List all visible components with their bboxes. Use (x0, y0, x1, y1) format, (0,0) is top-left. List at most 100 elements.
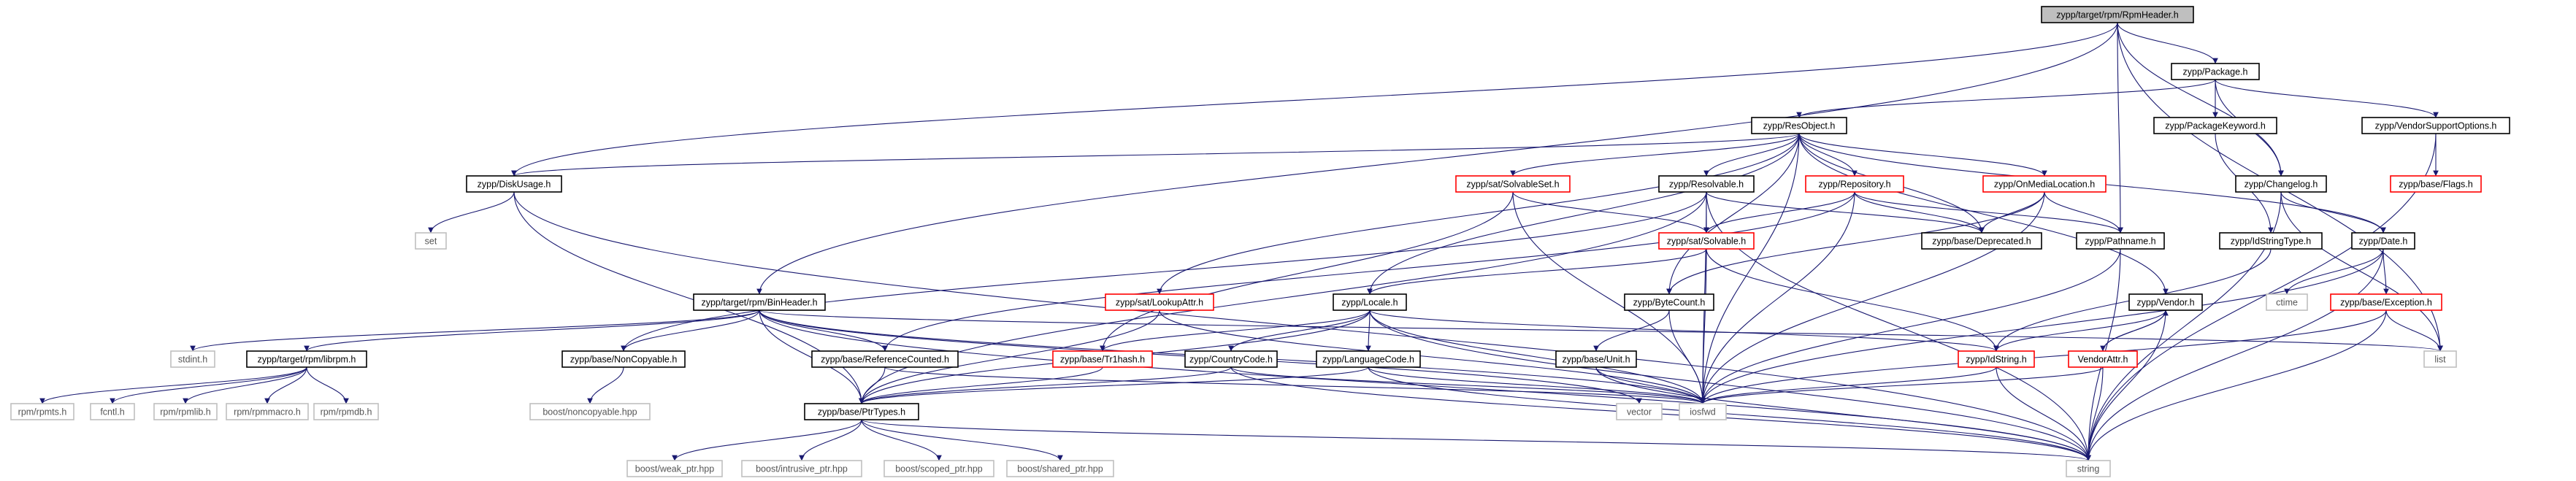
node-box (741, 460, 862, 477)
node-iosfwd: iosfwd (1679, 403, 1727, 420)
edge-resolvable-to-noncopyable (621, 191, 1707, 352)
node-boost-intrusive-ptr-hpp: boost/intrusive_ptr.hpp (741, 460, 862, 477)
node-label: zypp/base/Deprecated.h (1932, 236, 2031, 247)
node-zypp-languagecode-h[interactable]: zypp/LanguageCode.h (1316, 350, 1421, 368)
node-label: zypp/Package.h (2183, 67, 2248, 77)
node-box (226, 403, 309, 420)
node-zypp-package-h[interactable]: zypp/Package.h (2171, 63, 2260, 80)
node-boost-scoped-ptr-hpp: boost/scoped_ptr.hpp (883, 460, 994, 477)
node-zypp-onmedialocation-h[interactable]: zypp/OnMediaLocation.h (1982, 175, 2107, 193)
node-box (153, 403, 218, 420)
node-zypp-idstring-h[interactable]: zypp/IdString.h (1958, 350, 2035, 368)
node-label: VendorAttr.h (2078, 355, 2128, 365)
node-zypp-target-rpm-rpmheader-h[interactable]: zypp/target/rpm/RpmHeader.h (2041, 6, 2194, 23)
node-zypp-vendor-h[interactable]: zypp/Vendor.h (2128, 293, 2203, 311)
node-zypp-base-exception-h[interactable]: zypp/base/Exception.h (2330, 293, 2442, 311)
node-zypp-locale-h[interactable]: zypp/Locale.h (1333, 293, 1407, 311)
node-label: string (2077, 464, 2100, 474)
edge-locale-to-string (1369, 309, 2091, 461)
edge-librpm-to-rpmts (39, 366, 307, 404)
node-zypp-bytecount-h[interactable]: zypp/ByteCount.h (1624, 293, 1714, 311)
node-zypp-base-noncopyable-h[interactable]: zypp/base/NonCopyable.h (561, 350, 686, 368)
node-label: zypp/DiskUsage.h (478, 180, 551, 190)
edge-binheader-to-librpm (304, 309, 760, 352)
node-box (2330, 293, 2442, 311)
node-zypp-sat-solvableset-h[interactable]: zypp/sat/SolvableSet.h (1455, 175, 1571, 193)
node-zypp-packagekeyword-h[interactable]: zypp/PackageKeyword.h (2153, 117, 2277, 134)
node-rpm-rpmmacro-h: rpm/rpmmacro.h (226, 403, 309, 420)
node-zypp-base-deprecated-h[interactable]: zypp/base/Deprecated.h (1921, 232, 2042, 250)
node-zypp-countrycode-h[interactable]: zypp/CountryCode.h (1184, 350, 1278, 368)
node-label: boost/noncopyable.hpp (543, 407, 637, 417)
node-label: boost/weak_ptr.hpp (635, 464, 714, 474)
edge-ptrtypes-to-boostintrusive (799, 419, 862, 461)
node-label: zypp/base/Unit.h (1562, 355, 1630, 365)
node-zypp-resobject-h[interactable]: zypp/ResObject.h (1751, 117, 1847, 134)
node-box (626, 460, 723, 477)
node-zypp-sat-lookupattr-h[interactable]: zypp/sat/LookupAttr.h (1105, 293, 1214, 311)
node-zypp-repository-h[interactable]: zypp/Repository.h (1805, 175, 1904, 193)
edge-root-to-pathname (2117, 22, 2123, 234)
node-label: zypp/OnMediaLocation.h (1994, 180, 2095, 190)
node-label: zypp/base/Exception.h (2340, 298, 2432, 308)
edge-binheader-to-list (759, 309, 2443, 352)
edge-countrycode-to-ptrtypes (859, 366, 1232, 404)
edge-trhash-to-ptrtypes (859, 366, 1103, 404)
node-zypp-resolvable-h[interactable]: zypp/Resolvable.h (1658, 175, 1755, 193)
node-label: rpm/rpmdb.h (321, 407, 372, 417)
node-box (313, 403, 379, 420)
node-zypp-base-ptrtypes-h[interactable]: zypp/base/PtrTypes.h (804, 403, 919, 420)
edge-idstring-to-iosfwd (1700, 366, 1997, 404)
edge-changelog-to-date (2280, 191, 2386, 234)
edge-binheader-to-refcounted (759, 309, 888, 352)
node-zypp-sat-solvable-h[interactable]: zypp/sat/Solvable.h (1658, 232, 1755, 250)
node-zypp-base-flags-h[interactable]: zypp/base/Flags.h (2390, 175, 2482, 193)
node-box (1982, 175, 2107, 193)
node-zypp-vendorsupportoptions-h[interactable]: zypp/VendorSupportOptions.h (2361, 117, 2510, 134)
node-zypp-base-referencecounted-h[interactable]: zypp/base/ReferenceCounted.h (811, 350, 959, 368)
node-box (1921, 232, 2042, 250)
node-zypp-changelog-h[interactable]: zypp/Changelog.h (2235, 175, 2327, 193)
node-label: zypp/target/rpm/librpm.h (258, 355, 356, 365)
node-zypp-target-rpm-librpm-h[interactable]: zypp/target/rpm/librpm.h (246, 350, 367, 368)
node-box (1658, 232, 1755, 250)
edge-locale-to-trhash (1100, 309, 1371, 352)
node-label: zypp/Repository.h (1818, 180, 1890, 190)
edge-vendor-to-idstring (1993, 309, 2166, 352)
node-vendorattr-h[interactable]: VendorAttr.h (2068, 350, 2138, 368)
edge-date-to-iosfwd (1700, 248, 2384, 404)
edge-bytecount-to-iosfwd (1668, 309, 1706, 404)
edge-exception-to-iosfwd (1700, 309, 2387, 404)
node-set: set (415, 232, 447, 250)
node-box (561, 350, 686, 368)
edge-date-to-string (2085, 248, 2384, 461)
node-label: zypp/base/PtrTypes.h (818, 407, 905, 417)
node-box (1052, 350, 1153, 368)
node-box (415, 232, 447, 250)
node-label: zypp/sat/SolvableSet.h (1466, 180, 1559, 190)
edge-binheader-to-ptrtypes (759, 309, 865, 404)
edge-resobject-to-bytecount (1666, 133, 1800, 295)
edge-bytecount-to-baseunit (1593, 309, 1670, 352)
node-zypp-pathname-h[interactable]: zypp/Pathname.h (2076, 232, 2165, 250)
node-zypp-idstringtype-h[interactable]: zypp/IdStringType.h (2219, 232, 2323, 250)
edge-repository-to-refcounted (882, 191, 1855, 352)
node-zypp-base-unit-h[interactable]: zypp/base/Unit.h (1555, 350, 1637, 368)
node-zypp-base-tr1hash-h[interactable]: zypp/base/Tr1hash.h (1052, 350, 1153, 368)
node-label: rpm/rpmlib.h (160, 407, 211, 417)
node-zypp-target-rpm-binheader-h[interactable]: zypp/target/rpm/BinHeader.h (693, 293, 826, 311)
node-layer: zypp/target/rpm/RpmHeader.h zypp/Package.… (10, 6, 2510, 477)
edge-vendorattr-to-vendor (2102, 309, 2169, 352)
edge-root-to-package (2117, 22, 2218, 64)
node-label: stdint.h (178, 355, 207, 365)
node-box (2235, 175, 2327, 193)
node-list: list (2423, 350, 2457, 368)
edge-languagecode-to-iosfwd (1368, 366, 1706, 404)
node-label: zypp/target/rpm/RpmHeader.h (2056, 10, 2178, 20)
node-label: fcntl.h (100, 407, 124, 417)
node-zypp-date-h[interactable]: zypp/Date.h (2351, 232, 2415, 250)
node-label: zypp/Date.h (2359, 236, 2408, 247)
edge-baseunit-to-iosfwd (1595, 366, 1706, 404)
node-zypp-diskusage-h[interactable]: zypp/DiskUsage.h (466, 175, 562, 193)
